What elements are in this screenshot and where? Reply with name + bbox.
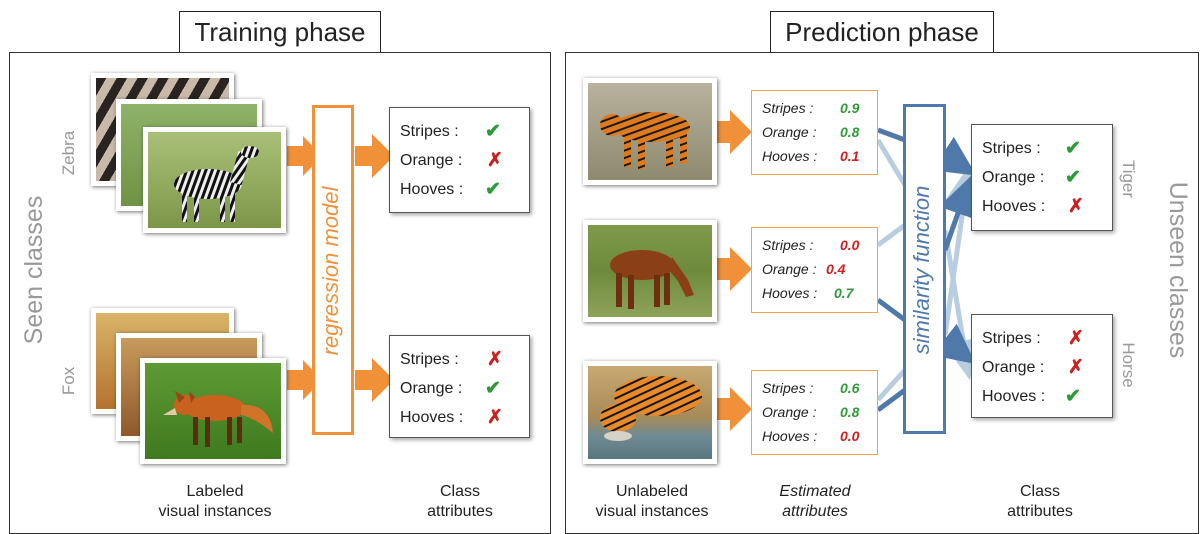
attr-orange-label: Orange : [982,169,1045,186]
check-icon: ✔ [1065,167,1081,188]
arrow-zebra-to-model [287,136,322,176]
horse-class-label: Horse [1119,342,1138,388]
est-orange-value: 0.4 [826,261,846,277]
horse-image [610,250,694,309]
arrow-model-to-fox-attrs [355,358,394,402]
est-hooves-label: Hooves : [762,285,818,301]
attr-orange-label: Orange : [400,380,463,397]
attr-hooves-label: Hooves : [400,181,464,198]
labeled-instances-caption: Labeled visual instances [158,483,272,520]
strong-similarity-links [876,127,977,413]
cross-icon: ✗ [1068,328,1084,349]
attr-orange-label: Orange : [400,152,463,169]
check-icon: ✔ [485,121,501,142]
cross-icon: ✗ [487,407,503,428]
est-orange-label: Orange : [762,261,817,277]
cross-icon: ✗ [1068,196,1084,217]
attr-stripes-label: Stripes : [400,123,459,140]
est-stripes-label: Stripes : [762,380,814,396]
est-hooves-value: 0.1 [840,148,860,164]
tiger-image [600,376,702,441]
attr-stripes-label: Stripes : [982,330,1041,347]
regression-model-label: regression model [318,186,343,356]
tiger-class-label: Tiger [1119,159,1138,199]
est-orange-value: 0.8 [840,404,860,420]
cross-icon: ✗ [1068,357,1084,378]
unseen-classes-label: Unseen classes [1164,181,1192,359]
estimated-attributes-box: Stripes : 0.0 Orange : 0.4 Hooves : 0.7 [751,227,878,313]
tiger-walking-photo [583,78,717,185]
zebra-attributes-box: Stripes : ✔ Orange : ✗ Hooves : ✔ [389,107,530,213]
est-stripes-label: Stripes : [762,237,814,253]
training-phase-title: Training phase [179,11,381,53]
cross-icon: ✗ [487,150,503,171]
estimated-attributes-box: Stripes : 0.6 Orange : 0.8 Hooves : 0.0 [751,370,878,455]
cross-icon: ✗ [487,349,503,370]
zebra-photo-front [143,127,286,233]
est-hooves-value: 0.7 [834,285,854,301]
zebra-image [174,146,259,222]
est-hooves-label: Hooves : [762,148,818,164]
attr-stripes-label: Stripes : [400,351,459,368]
est-stripes-value: 0.9 [840,100,860,116]
attr-hooves-label: Hooves : [982,198,1046,215]
check-icon: ✔ [485,179,501,200]
arrow-tiger1-to-estimate [714,110,752,154]
arrow-horse-to-estimate [714,247,752,291]
unlabeled-instances-caption: Unlabeled visual instances [595,483,709,520]
est-stripes-value: 0.6 [840,380,860,396]
arrow-model-to-zebra-attrs [355,134,394,178]
tiger-drinking-photo [583,361,717,464]
fox-photo-front [140,358,286,464]
similarity-function-box: similarity function [903,104,946,434]
est-orange-value: 0.8 [840,124,860,140]
horse-attributes-box: Stripes : ✗ Orange : ✗ Hooves : ✔ [971,314,1113,418]
attr-hooves-label: Hooves : [982,388,1046,405]
est-orange-label: Orange : [762,404,817,420]
estimated-attributes-caption: Estimated attributes [779,483,851,520]
est-orange-label: Orange : [762,124,817,140]
similarity-function-label: similarity function [909,185,934,355]
arrow-fox-to-model [287,360,322,400]
check-icon: ✔ [1065,138,1081,159]
tiger-attributes-box: Stripes : ✔ Orange : ✔ Hooves : ✗ [971,124,1113,231]
class-attributes-caption: Class attributes [1007,483,1073,520]
regression-model-box: regression model [312,105,354,435]
class-attributes-caption: Class attributes [427,483,493,520]
fox-image [163,391,273,447]
seen-classes-label: Seen classes [20,195,48,345]
zebra-class-label: Zebra [59,130,78,176]
est-hooves-label: Hooves : [762,428,818,444]
est-stripes-label: Stripes : [762,100,814,116]
attr-stripes-label: Stripes : [982,140,1041,157]
prediction-phase-title: Prediction phase [770,11,994,53]
est-stripes-value: 0.0 [840,237,860,253]
est-hooves-value: 0.0 [840,428,860,444]
attr-hooves-label: Hooves : [400,409,464,426]
check-icon: ✔ [485,378,501,399]
fox-class-label: Fox [59,366,78,396]
horse-photo [583,220,717,322]
fox-attributes-box: Stripes : ✗ Orange : ✔ Hooves : ✗ [389,335,530,438]
arrow-tiger2-to-estimate [714,387,752,431]
estimated-attributes-box: Stripes : 0.9 Orange : 0.8 Hooves : 0.1 [751,90,878,175]
check-icon: ✔ [1065,386,1081,407]
attr-orange-label: Orange : [982,359,1045,376]
tiger-image [600,112,690,169]
